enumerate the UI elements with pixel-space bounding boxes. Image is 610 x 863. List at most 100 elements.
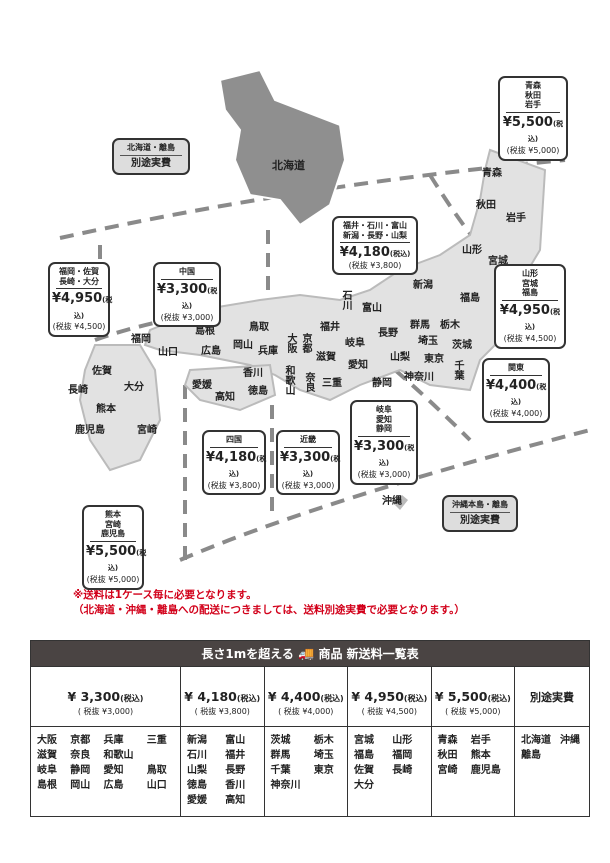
prefecture-label: 栃木 <box>440 320 460 331</box>
prefecture-list-cell: 青森岩手秋田熊本宮崎鹿児島 <box>430 726 516 817</box>
price-cell: ¥ 5,500(税込)( 税抜 ¥5,000) <box>430 666 516 727</box>
prefecture-label: 三重 <box>322 378 342 389</box>
prefecture-label: 富山 <box>362 303 382 314</box>
callout-price: ¥4,180 <box>339 245 390 261</box>
price-callout: 中国¥3,300(税込)(税抜 ¥3,000) <box>153 262 221 328</box>
callout-region: 岐阜 愛知 静岡 <box>358 405 410 437</box>
prefecture-label: 秋田 <box>476 200 496 211</box>
callout-price: ¥4,400 <box>486 377 537 393</box>
prefecture-label: 山梨 <box>390 352 410 363</box>
prefecture-label: 熊本 <box>96 404 116 415</box>
table-title: 長さ1mを超える 🚚 商品 新送料一覧表 <box>30 640 590 667</box>
prefecture-label: 高知 <box>215 392 235 403</box>
price-callout: 山形 宮城 福島¥4,950(税込)(税抜 ¥4,500) <box>494 264 566 349</box>
callout-price: 別途実費 <box>131 157 171 169</box>
price-callout: 北海道・離島別途実費 <box>112 138 190 175</box>
callout-price: ¥3,300 <box>280 449 331 465</box>
prefecture-label: 千葉 <box>452 360 463 380</box>
callout-region: 中国 <box>161 267 213 280</box>
note-line-1: ※送料は1ケース毎に必要となります。 <box>73 589 257 601</box>
prefecture-label: 香川 <box>243 368 263 379</box>
callout-price: ¥5,500 <box>502 114 553 130</box>
prefecture-label: 群馬 <box>410 320 430 331</box>
hokkaido-shape <box>218 68 347 227</box>
shipping-fee-table: 長さ1mを超える 🚚 商品 新送料一覧表 ¥ 3,300(税込)( 税抜 ¥3,… <box>30 640 590 817</box>
price-callout: 四国¥4,180(税込)(税抜 ¥3,800) <box>202 430 266 496</box>
prefecture-label: 徳島 <box>248 386 268 397</box>
truck-icon: 🚚 <box>298 647 315 662</box>
callout-region: 四国 <box>210 435 258 448</box>
callout-price: ¥4,950 <box>52 291 103 307</box>
price-callout: 福岡・佐賀 長崎・大分¥4,950(税込)(税抜 ¥4,500) <box>48 262 112 337</box>
prefecture-label: 山形 <box>462 245 482 256</box>
prefecture-label: 神奈川 <box>404 372 434 383</box>
price-callout: 沖縄本島・離島別途実費 <box>442 495 518 532</box>
prefecture-label: 埼玉 <box>418 336 438 347</box>
prefecture-label: 奈良 <box>303 372 314 392</box>
prefecture-label: 長野 <box>378 328 398 339</box>
callout-ex-tax: (税抜 ¥3,000) <box>281 480 335 490</box>
prefecture-list-cell: 大阪京都兵庫三重滋賀奈良和歌山岐阜静岡愛知鳥取島根岡山広島山口 <box>30 726 181 817</box>
callout-price: ¥4,180 <box>206 449 257 465</box>
price-callout: 青森 秋田 岩手¥5,500(税込)(税抜 ¥5,000) <box>498 76 568 161</box>
callout-price: ¥3,300 <box>157 281 208 297</box>
prefecture-label: 福島 <box>460 293 480 304</box>
price-callout: 関東¥4,400(税込)(税抜 ¥4,000) <box>482 358 550 424</box>
prefecture-label: 佐賀 <box>92 366 112 377</box>
prefecture-label: 広島 <box>201 346 221 357</box>
price-cell: ¥ 4,950(税込)( 税抜 ¥4,500) <box>347 666 432 727</box>
prefecture-label: 茨城 <box>452 340 472 351</box>
callout-ex-tax: (税抜 ¥5,000) <box>86 574 140 584</box>
callout-region: 沖縄本島・離島 <box>450 500 510 513</box>
prefecture-list-cell: 北海道沖縄離島 <box>514 726 590 817</box>
callout-region: 福井・石川・富山 新潟・長野・山梨 <box>340 221 410 244</box>
callout-region: 福岡・佐賀 長崎・大分 <box>56 267 102 290</box>
price-cell: ¥ 3,300(税込)( 税抜 ¥3,000) <box>30 666 181 727</box>
prefecture-label: 山口 <box>158 347 178 358</box>
callout-region: 熊本 宮崎 鹿児島 <box>90 510 136 542</box>
prefecture-label: 滋賀 <box>316 352 336 363</box>
callout-ex-tax: (税抜 ¥3,000) <box>357 469 411 479</box>
prefecture-label: 長崎 <box>68 385 88 396</box>
callout-ex-tax: (税抜 ¥4,500) <box>52 322 106 332</box>
prefecture-label: 愛媛 <box>192 380 212 391</box>
prefecture-label: 東京 <box>424 354 444 365</box>
callout-region: 山形 宮城 福島 <box>502 269 558 301</box>
price-callout: 近畿¥3,300(税込)(税抜 ¥3,000) <box>276 430 340 496</box>
prefecture-label: 島根 <box>195 326 215 337</box>
prefecture-label: 大阪 <box>285 333 296 353</box>
prefecture-label: 福岡 <box>131 334 151 345</box>
prefecture-label: 鳥取 <box>249 322 269 333</box>
price-cell: 別途実費 <box>514 666 590 727</box>
shikoku-shape <box>183 363 277 412</box>
prefecture-label: 岡山 <box>233 340 253 351</box>
label-hokkaido: 北海道 <box>272 159 305 172</box>
price-callout: 福井・石川・富山 新潟・長野・山梨¥4,180(税込)(税抜 ¥3,800) <box>332 216 418 276</box>
prefecture-label: 愛知 <box>348 360 368 371</box>
kyushu-shape <box>78 344 162 472</box>
callout-price: ¥5,500 <box>86 543 137 559</box>
callout-price: ¥3,300 <box>354 438 405 454</box>
prefecture-label: 岐阜 <box>345 338 365 349</box>
prefecture-label: 和歌山 <box>283 365 294 395</box>
okinawa-shape <box>395 495 408 510</box>
callout-ex-tax: (税抜 ¥4,000) <box>489 408 543 418</box>
price-cell: ¥ 4,400(税込)( 税抜 ¥4,000) <box>263 666 349 727</box>
shipping-note: ※送料は1ケース毎に必要となります。 （北海道・沖縄・離島への配送につきましては… <box>73 588 465 618</box>
prefecture-label: 岩手 <box>506 213 526 224</box>
japan-shipping-map: 北海道 青森秋田岩手山形宮城新潟福島石川富山群馬栃木福井長野埼玉茨城岐阜山梨東京… <box>48 68 591 590</box>
note-line-2: （北海道・沖縄・離島への配送につきましては、送料別途実費で必要となります。） <box>73 604 465 616</box>
callout-region: 関東 <box>490 363 542 376</box>
callout-price: ¥4,950 <box>499 302 550 318</box>
price-cell: ¥ 4,180(税込)( 税抜 ¥3,800) <box>180 666 265 727</box>
callout-ex-tax: (税抜 ¥3,800) <box>348 260 402 270</box>
prefecture-label: 兵庫 <box>258 346 278 357</box>
callout-ex-tax: (税抜 ¥5,000) <box>506 145 560 155</box>
prefecture-list-cell: 宮城山形福島福岡佐賀長崎大分 <box>347 726 432 817</box>
callout-region: 青森 秋田 岩手 <box>506 81 560 113</box>
callout-region: 近畿 <box>284 435 332 448</box>
prefecture-list-cell: 茨城栃木群馬埼玉千葉東京神奈川 <box>263 726 349 817</box>
callout-region: 北海道・離島 <box>120 143 182 156</box>
prefecture-label: 宮崎 <box>137 425 157 436</box>
callout-ex-tax: (税抜 ¥3,000) <box>160 312 214 322</box>
